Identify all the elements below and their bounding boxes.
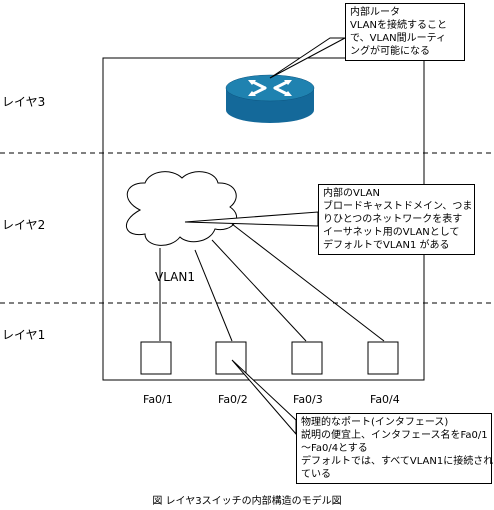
vlan-callout: 内部のVLAN ブロードキャストドメイン、つま りひとつのネットワークを表す イ… xyxy=(318,184,475,255)
layer-2-label: レイヤ2 xyxy=(2,218,46,232)
router-callout-line: VLANを接続すること xyxy=(350,20,447,31)
port-fa0-1 xyxy=(140,341,172,375)
port-callout-line: 物理的なポート(インタフェース) xyxy=(301,417,449,428)
layer-3-label: レイヤ3 xyxy=(2,95,46,109)
figure-caption: 図 レイヤ3スイッチの内部構造のモデル図 xyxy=(152,496,342,507)
vlan-cloud xyxy=(126,171,237,246)
port-callout-line: デフォルトでは、すべてVLAN1に接続され xyxy=(301,456,494,467)
layer-1-label: レイヤ1 xyxy=(2,328,46,342)
vlan-callout-line: ブロードキャストドメイン、つま xyxy=(323,201,473,212)
port-callout-line: 説明の便宜上、インタフェース名をFa0/1 xyxy=(301,430,488,441)
vlan-callout-line: りひとつのネットワークを表す xyxy=(323,214,463,225)
router-callout: 内部ルータ VLANを接続すること で、VLAN間ルーティ ングが可能になる xyxy=(345,3,465,61)
port-callout-line: ている xyxy=(301,469,331,480)
vlan-callout-line: デフォルトでVLAN1 がある xyxy=(323,240,450,251)
vlan-callout-line: 内部のVLAN xyxy=(323,188,380,199)
link-cloud-fa0-3 xyxy=(211,239,307,342)
router-icon xyxy=(225,74,315,123)
port-label-fa0-4: Fa0/4 xyxy=(370,393,400,406)
vlan-callout-line: イーサネット用のVLANとして xyxy=(323,227,460,238)
port-fa0-4 xyxy=(367,341,399,375)
port-fa0-2 xyxy=(215,341,247,375)
router-callout-line: ングが可能になる xyxy=(350,46,430,57)
port-label-fa0-3: Fa0/3 xyxy=(293,393,323,406)
port-callout-line: ～Fa0/4とする xyxy=(301,443,368,454)
port-callout: 物理的なポート(インタフェース) 説明の便宜上、インタフェース名をFa0/1 ～… xyxy=(296,413,494,484)
router-callout-line: で、VLAN間ルーティ xyxy=(350,33,446,44)
link-cloud-fa0-2 xyxy=(194,249,233,342)
link-cloud-fa0-4 xyxy=(231,223,385,342)
port-fa0-3 xyxy=(291,341,323,375)
router-callout-line: 内部ルータ xyxy=(350,7,400,18)
port-label-fa0-2: Fa0/2 xyxy=(218,393,248,406)
port-label-fa0-1: Fa0/1 xyxy=(143,393,173,406)
router-callout-pointer xyxy=(269,37,346,79)
vlan1-label: VLAN1 xyxy=(155,270,195,284)
